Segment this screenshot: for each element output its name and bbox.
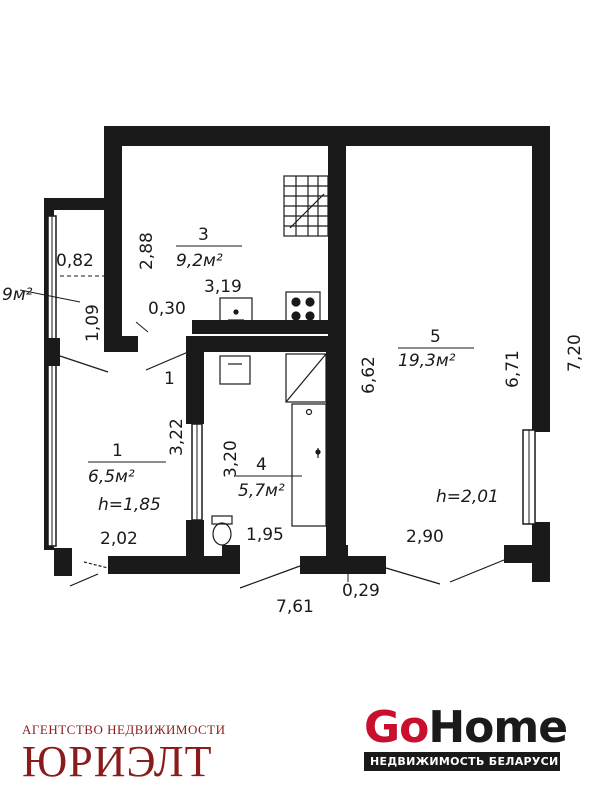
dim-0-82: 0,82	[56, 251, 94, 271]
dim-3-20: 3,20	[221, 440, 241, 478]
bathtub	[285, 353, 327, 527]
bathroom-sink	[219, 355, 251, 385]
stove	[285, 291, 321, 327]
window-mullions	[51, 216, 530, 546]
dim-0-30: 0,30	[148, 299, 186, 319]
agency-tagline: АГЕНТСТВО НЕДВИЖИМОСТИ	[22, 722, 226, 737]
dim-6-62: 6,62	[359, 356, 379, 394]
room-3-number: 3	[198, 225, 209, 245]
dim-2-90: 2,90	[406, 527, 444, 547]
room-3-area: 9,2м²	[176, 251, 223, 271]
dim-3-19: 3,19	[204, 277, 242, 297]
kitchen-sink	[219, 297, 253, 329]
room-4-area: 5,7м²	[238, 481, 285, 501]
toilet	[211, 515, 233, 546]
room-1-number: 1	[112, 441, 123, 461]
room-labels: 3 9,2м² 5 19,3м² h=2,01 1 6,5м² h=1,85 4…	[2, 225, 499, 515]
gohome-logo: GoHome НЕДВИЖИМОСТЬ БЕЛАРУСИ	[364, 702, 568, 771]
gohome-wordmark: GoHome	[364, 702, 568, 753]
staircase	[283, 175, 329, 237]
dim-1-95: 1,95	[246, 525, 284, 545]
small-wall-blocks	[46, 338, 60, 366]
dim-7-61: 7,61	[276, 597, 314, 617]
dim-2-88: 2,88	[137, 232, 157, 270]
room-5-height: h=2,01	[436, 487, 499, 507]
gohome-go: Go	[364, 702, 429, 753]
room-1-height: h=1,85	[98, 495, 161, 515]
dim-1-09: 1,09	[83, 304, 103, 342]
gohome-home: Home	[428, 702, 568, 753]
room-5-number: 5	[430, 327, 441, 347]
dim-2-02: 2,02	[100, 529, 138, 549]
dimension-labels: 0,82 1,09 2,88 0,30 3,19 1 3,22 3,20 2,0…	[56, 232, 585, 617]
dim-0-29: 0,29	[342, 581, 380, 601]
dim-1: 1	[164, 369, 175, 389]
dim-3-22: 3,22	[167, 418, 187, 456]
dimension-lines	[19, 275, 349, 582]
agency-logo: АГЕНТСТВО НЕДВИЖИМОСТИ ЮРИЭЛТ	[22, 722, 252, 784]
room-5-area: 19,3м²	[398, 351, 456, 371]
dim-6-71: 6,71	[503, 350, 523, 388]
room-4-number: 4	[256, 455, 267, 475]
dim-7-20: 7,20	[565, 334, 585, 372]
gohome-tagline: НЕДВИЖИМОСТЬ БЕЛАРУСИ	[364, 752, 560, 771]
room-1-area: 6,5м²	[88, 467, 135, 487]
door-swings	[59, 351, 505, 589]
agency-name: ЮРИЭЛТ	[22, 737, 213, 786]
partial-room-area: 9м²	[2, 285, 33, 305]
